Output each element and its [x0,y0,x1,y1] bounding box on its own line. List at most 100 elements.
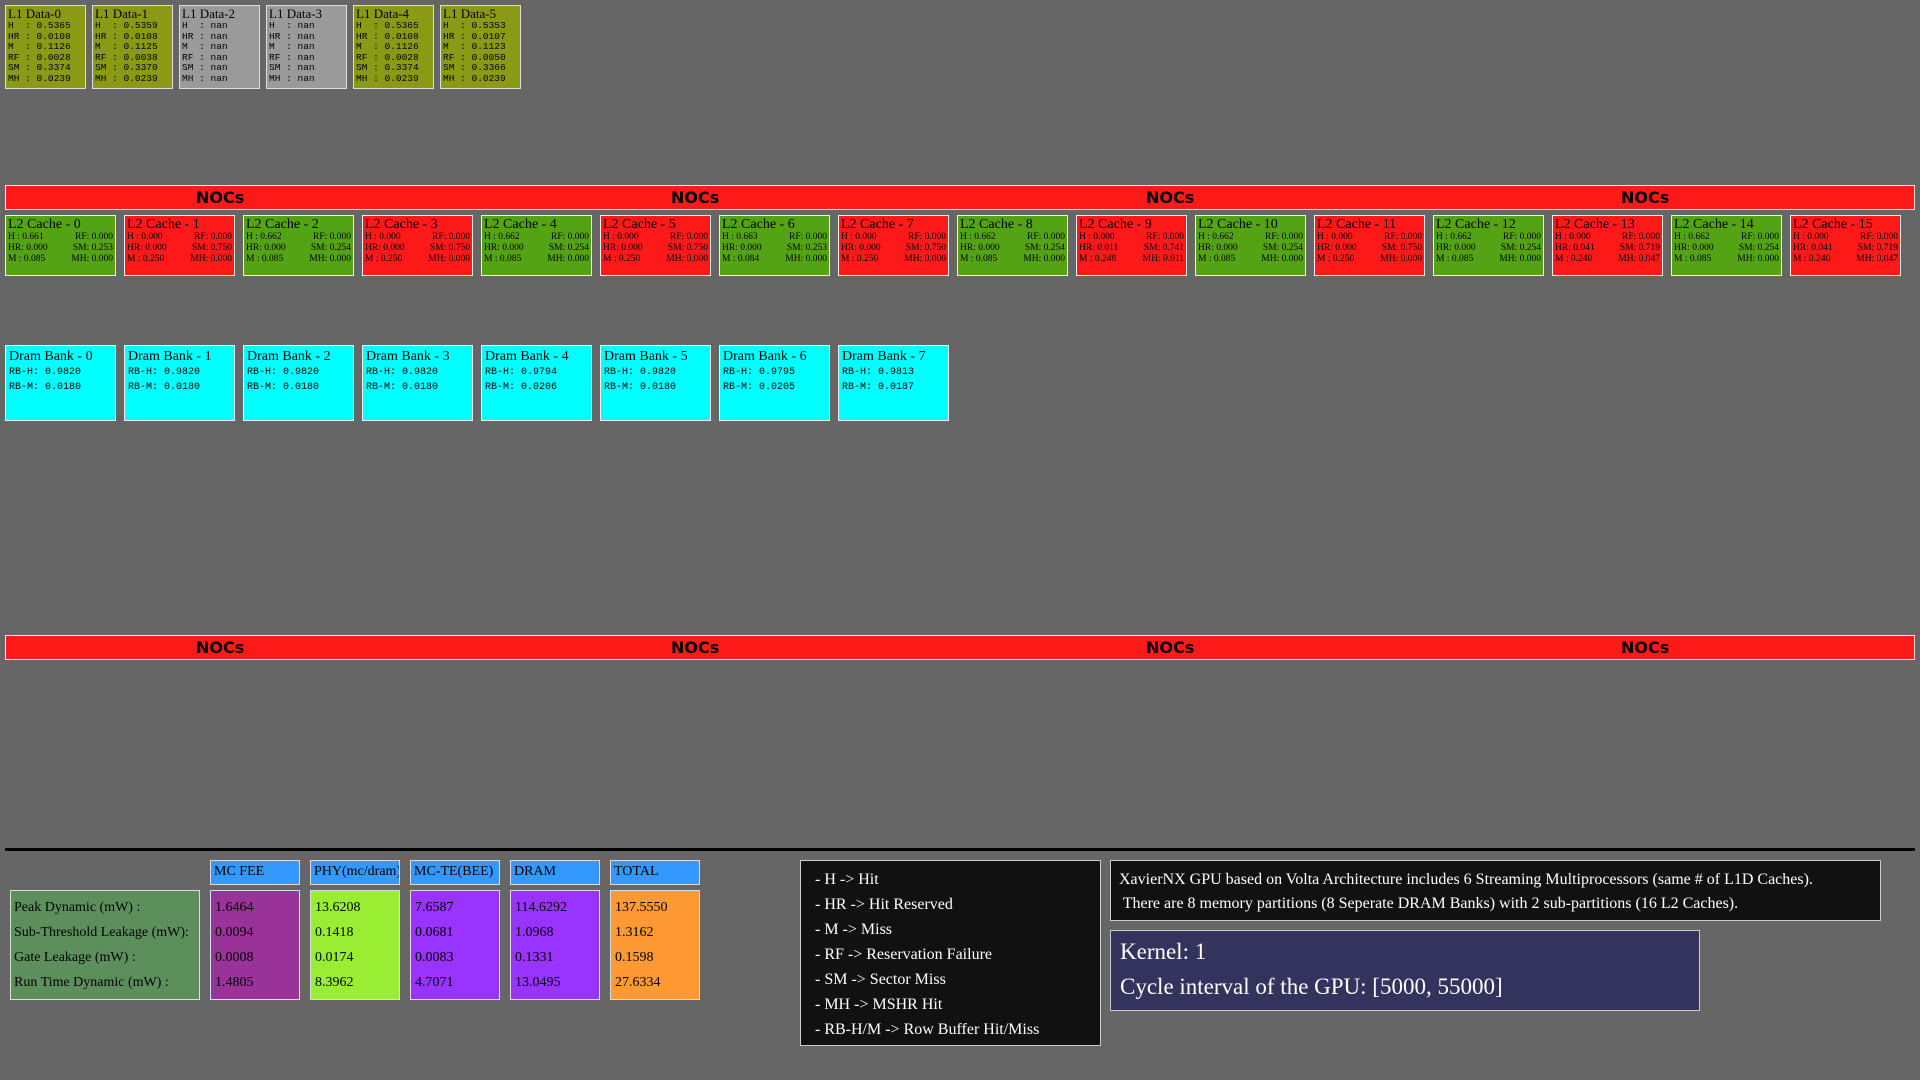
l2-stat: HR: 0.041 [1555,243,1595,253]
row-label-gate-leakage: Gate Leakage (mW) : [14,950,136,965]
power-value: 0.0094 [215,925,254,940]
l2-stat: MH: 0.000 [785,254,827,264]
power-value: 114.6292 [515,900,567,915]
power-value: 13.6208 [315,900,361,915]
dram-stat: RB-M: 0.0180 [247,382,320,393]
noc-label: NOCs [1146,188,1195,207]
l1-stat: MH : nan [269,72,315,84]
l1-stat: M : 0.1126 [8,41,71,52]
l2-stat: H : 0.662 [960,232,996,242]
l1-title: L1 Data-4 [356,6,410,21]
row-label-sub-threshold: Sub-Threshold Leakage (mW): [14,925,189,940]
l1-stat: H : 0.5359 [95,20,158,31]
l2-title: L2 Cache - 5 [603,217,676,232]
dram-stat: RB-H: 0.9820 [9,367,82,378]
power-row-labels: Peak Dynamic (mW) : Sub-Threshold Leakag… [10,890,200,1000]
dram-title: Dram Bank - 5 [604,349,688,364]
l2-title: L2 Cache - 7 [841,217,914,232]
description-panel: XavierNX GPU based on Volta Architecture… [1110,860,1881,921]
l2-stat: M : 0.085 [1674,254,1712,264]
l2-stat: H : 0.000 [841,232,877,242]
l2-stat: RF: 0.000 [74,232,113,242]
dram-stat: RB-M: 0.0205 [723,382,796,393]
l2-stat: HR: 0.000 [841,243,881,253]
l2-stat: SM: 0.254 [1738,243,1779,253]
l1-stat: RF : 0.0038 [95,51,158,63]
legend-item: - RB-H/M -> Row Buffer Hit/Miss [815,1021,1040,1038]
l2-stat: M : 0.085 [1198,254,1236,264]
description-line: XavierNX GPU based on Volta Architecture… [1119,871,1813,888]
l2-stat: M : 0.240 [1793,254,1831,264]
l1-stat: MH : 0.0239 [356,72,419,84]
dram-title: Dram Bank - 2 [247,349,331,364]
dram-stat: RB-M: 0.0180 [9,382,82,393]
row-label-runtime-dynamic: Run Time Dynamic (mW) : [14,975,169,990]
l2-stat: RF: 0.000 [1264,232,1303,242]
l2-stat: H : 0.000 [365,232,401,242]
kernel-panel: Kernel: 1 Cycle interval of the GPU: [50… [1110,930,1700,1011]
l2-title: L2 Cache - 3 [365,217,438,232]
l1-title: L1 Data-5 [443,6,497,21]
l2-title: L2 Cache - 9 [1079,217,1152,232]
l2-title: L2 Cache - 0 [8,217,81,232]
l2-stat: HR: 0.000 [246,243,286,253]
l2-stat: SM: 0.750 [429,243,470,253]
l2-stat: MH: 0.047 [1618,254,1660,264]
l1-stat: HR : nan [182,30,228,42]
noc-label: NOCs [1146,638,1195,657]
l2-stat: RF: 0.000 [193,232,232,242]
l2-title: L2 Cache - 8 [960,217,1033,232]
l1-stat: SM : 0.3370 [95,62,158,73]
l2-stat: MH: 0.000 [190,254,232,264]
power-value: 1.0968 [515,925,554,940]
dram-stat: RB-M: 0.0206 [485,382,558,393]
power-column-header: MC FEE [210,860,300,885]
legend-item: - RF -> Reservation Failure [815,946,992,963]
l2-stat: RF: 0.000 [1740,232,1779,242]
l2-stat: MH: 0.000 [1261,254,1303,264]
l1-stat: H : 0.5353 [443,20,506,31]
power-value: 4.7071 [415,975,454,990]
l2-stat: HR: 0.000 [8,243,48,253]
l2-title: L2 Cache - 11 [1317,217,1397,232]
power-value: 0.0681 [415,925,454,940]
l2-stat: SM: 0.254 [548,243,589,253]
l1-stat: HR : 0.0107 [443,30,506,42]
dram-stat: RB-H: 0.9820 [247,367,320,378]
l2-stat: SM: 0.750 [1381,243,1422,253]
l2-title: L2 Cache - 15 [1793,217,1873,232]
l2-stat: RF: 0.000 [1621,232,1660,242]
l2-stat: H : 0.000 [127,232,163,242]
l2-stat: MH: 0.000 [1023,254,1065,264]
l1-stat: M : 0.1123 [443,41,506,52]
l2-stat: HR: 0.000 [603,243,643,253]
l2-stat: RF: 0.000 [312,232,351,242]
l2-stat: MH: 0.000 [547,254,589,264]
l2-stat: RF: 0.000 [1145,232,1184,242]
power-value: 8.3962 [315,975,354,990]
